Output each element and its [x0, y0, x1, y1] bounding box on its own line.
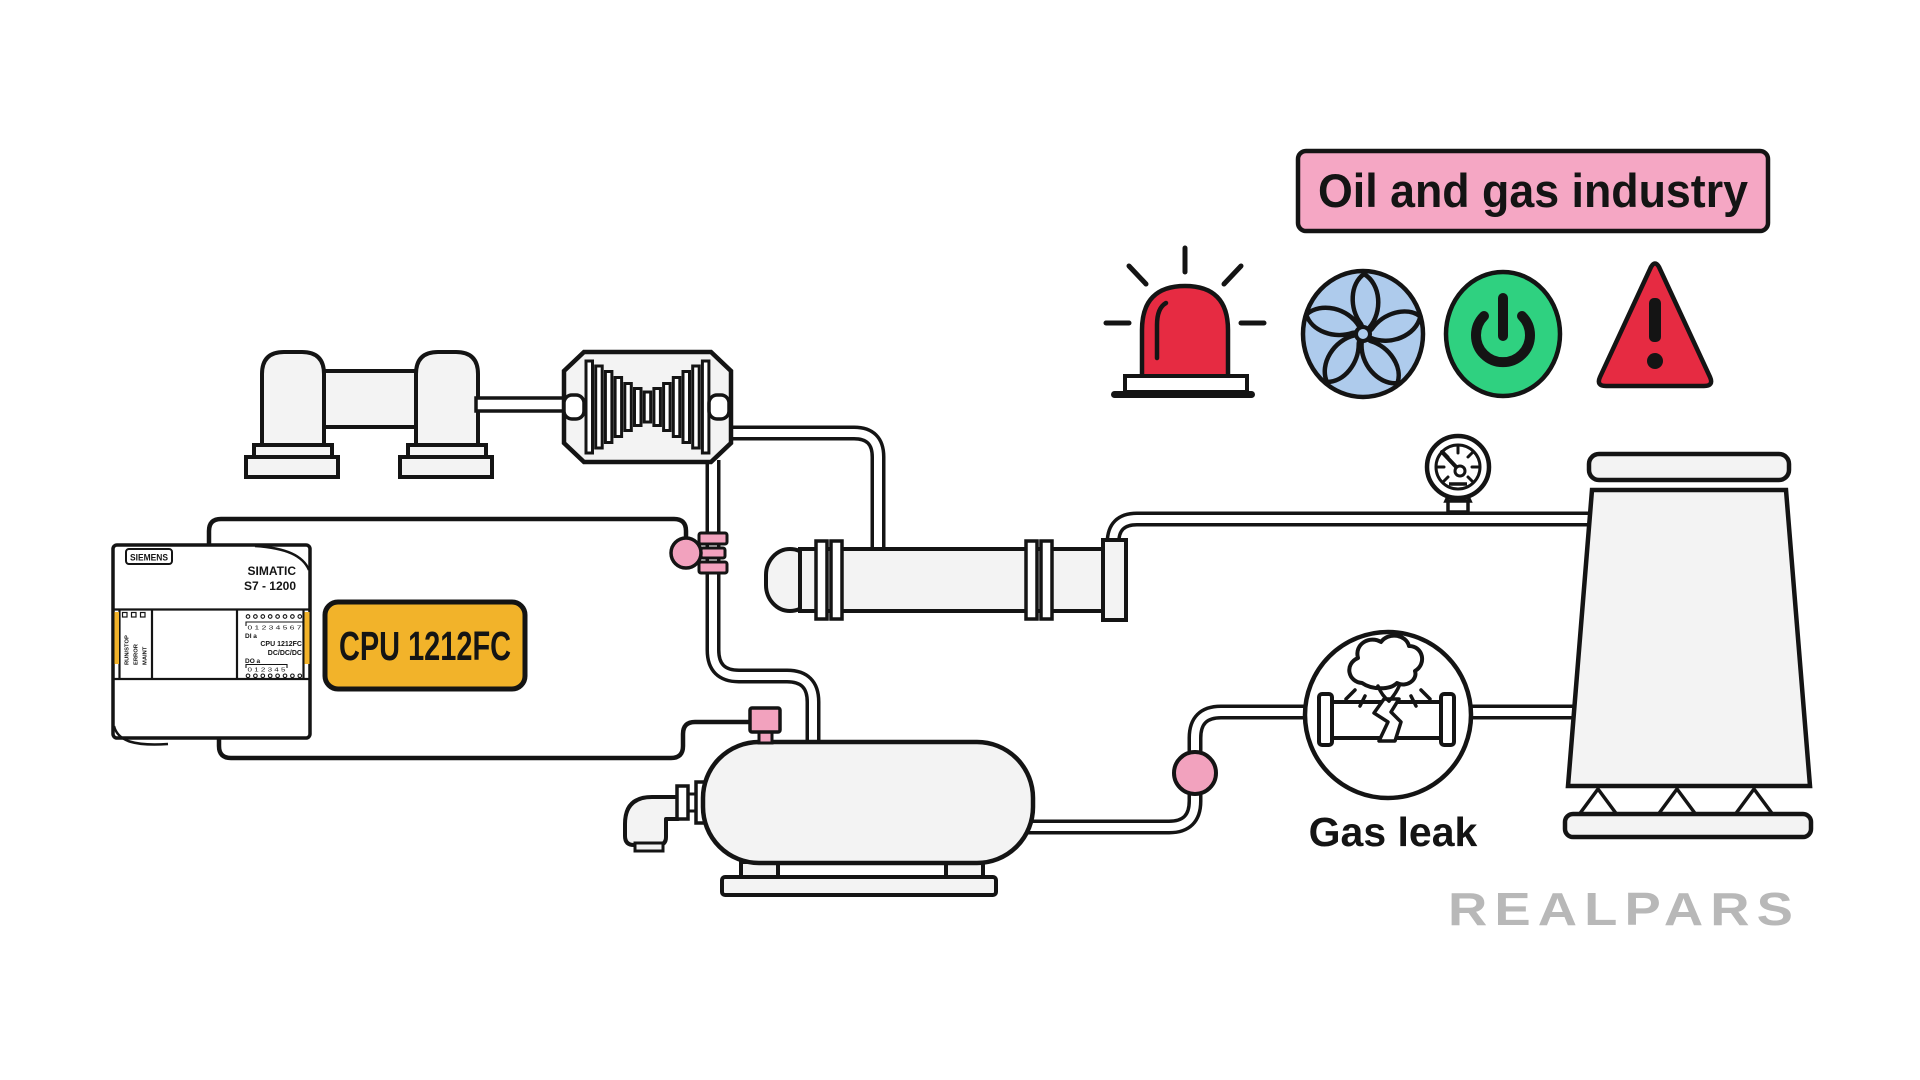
siren-base — [1123, 374, 1249, 394]
exchanger-flange — [1024, 539, 1039, 621]
motor-body — [321, 369, 419, 429]
exchanger-shell — [798, 547, 1108, 613]
exchanger-flange — [814, 539, 829, 621]
tank-shell — [700, 739, 1036, 866]
drive-shaft — [474, 396, 572, 413]
led-label-runstop: RUN/STOP — [125, 635, 131, 665]
led-label-maint: MAINT — [143, 646, 149, 665]
plc-brand: SIEMENS — [130, 553, 168, 563]
title-background — [1295, 148, 1771, 234]
plc-cpu-power: DC/DC/DC — [268, 650, 302, 657]
wire-plc-to-valve — [206, 516, 689, 548]
tower-body — [1565, 487, 1813, 789]
di-channel-numbers: 0 1 2 3 4 5 6 7 — [248, 626, 302, 632]
alarm-siren-icon — [1103, 245, 1267, 398]
pipe-crack — [1372, 697, 1403, 743]
power-icon — [1443, 269, 1563, 399]
plc-wires — [206, 516, 752, 761]
gas-leak-callout: Gas leak — [1302, 629, 1478, 855]
siren-dome — [1139, 283, 1231, 380]
cooling-fan-icon — [1303, 268, 1425, 400]
tower-cap — [1586, 451, 1792, 483]
shaft-stub-left — [562, 393, 586, 421]
do-channel-numbers: 0 1 2 3 4 5 — [248, 668, 286, 674]
pump-flange — [675, 784, 690, 821]
plc-s7-1200: SIEMENS SIMATIC S7 - 1200 RUN/STOP ERROR… — [111, 543, 312, 746]
di-terminals — [245, 614, 303, 619]
tank-base — [720, 875, 998, 897]
warning-icon — [1596, 261, 1714, 389]
pump — [623, 780, 709, 853]
title-box: Oil and gas industry — [1295, 148, 1771, 234]
control-valve — [669, 531, 729, 575]
motor-base-right — [398, 455, 494, 479]
heat-exchanger — [764, 538, 1128, 622]
plc-cpu-type: CPU 1212FC — [260, 641, 302, 648]
wire-plc-to-tank-sensor — [216, 719, 752, 761]
tank-level-sensor — [748, 706, 782, 745]
plc-rail-clip-left — [114, 612, 119, 664]
siemens-badge — [125, 548, 173, 565]
do-label: DO a — [245, 658, 261, 665]
exchanger-flange — [1039, 539, 1054, 621]
realpars-watermark: REALPARS — [1448, 883, 1800, 935]
led-label-error: ERROR — [134, 643, 140, 665]
plc-status-leds: RUN/STOP ERROR MAINT — [121, 611, 149, 665]
gas-cloud-icon — [1347, 633, 1425, 691]
exchanger-flange — [829, 539, 844, 621]
motor-base-left — [244, 455, 340, 479]
status-icon-row — [1103, 245, 1714, 400]
storage-tank — [700, 739, 1036, 897]
plc-body — [111, 543, 312, 740]
pipe-turbine-to-exchanger — [730, 425, 886, 560]
pump-body — [623, 795, 680, 847]
plc-io-block: 0 1 2 3 4 5 6 7 DI a CPU 1212FC DC/DC/DC… — [245, 614, 304, 679]
pipe-turbine-to-tank — [705, 460, 821, 755]
turbine — [561, 349, 734, 465]
motor-cylinder-right — [414, 350, 480, 449]
cpu-tag-label: CPU 1212FC — [339, 623, 511, 669]
do-terminals — [245, 673, 303, 679]
di-label: DI a — [245, 633, 257, 640]
page-title: Oil and gas industry — [1318, 164, 1748, 217]
turbine-blades — [584, 359, 711, 455]
plc-rail-clip-right — [304, 612, 310, 664]
shaft-stub-right — [707, 393, 731, 421]
motor — [244, 350, 572, 479]
valve-actuator — [669, 536, 703, 570]
pressure-gauge — [1424, 433, 1492, 514]
plc-model: S7 - 1200 — [244, 579, 296, 593]
plc-series: SIMATIC — [248, 564, 297, 578]
tower-base — [1562, 811, 1814, 840]
pipe-sensor — [1172, 750, 1218, 796]
gas-leak-label: Gas leak — [1309, 809, 1478, 855]
cooling-tower — [1562, 451, 1814, 840]
siren-rays — [1103, 245, 1267, 326]
exchanger-end-cap — [1101, 538, 1128, 622]
cpu-tag: CPU 1212FC — [322, 599, 528, 692]
pipe-exchanger-to-tower — [1105, 511, 1608, 556]
motor-cylinder-left — [260, 350, 326, 449]
cpu-tag-box — [322, 599, 528, 692]
